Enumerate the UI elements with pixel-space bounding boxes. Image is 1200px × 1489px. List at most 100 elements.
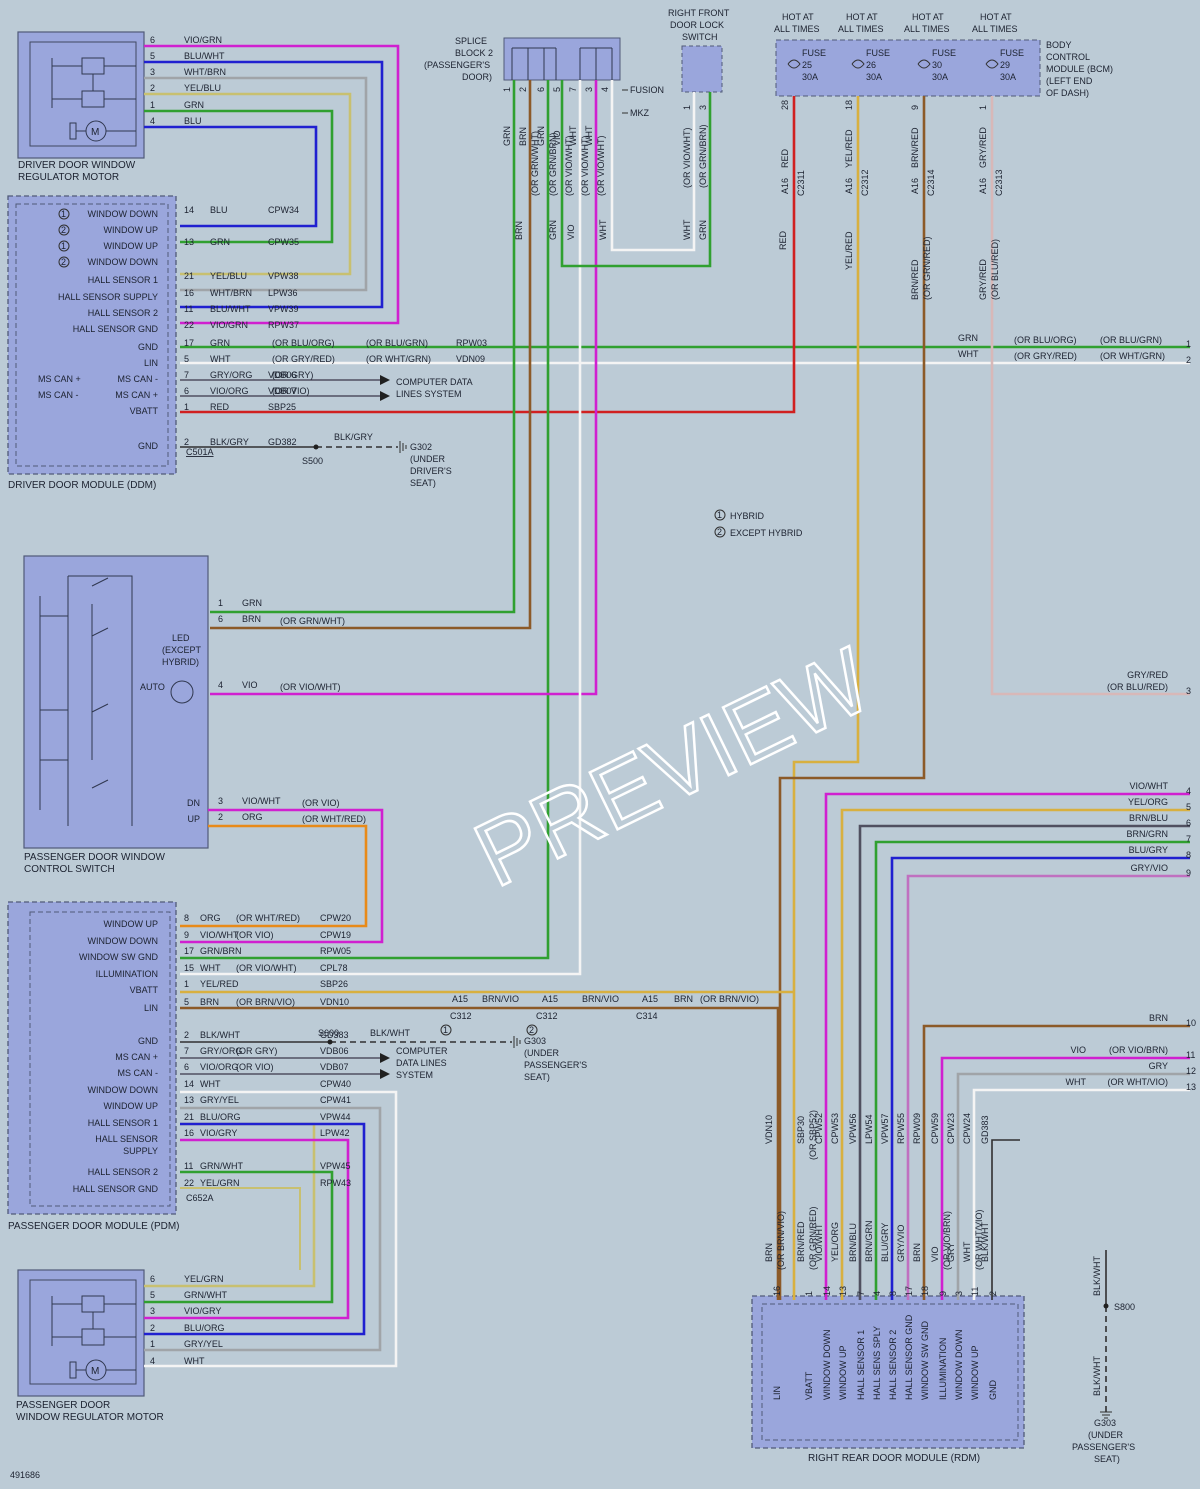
fuse-wire-color-lower: YEL/RED [844, 231, 854, 270]
ddm-title: DRIVER DOOR MODULE (DDM) [8, 480, 156, 491]
pdm-wire-alt: (OR GRY) [236, 1046, 277, 1056]
fuse-number: 30 [932, 60, 942, 70]
lin-inline-a15: A15 [452, 994, 468, 1004]
ddm-wire-alt: (OR BLU/ORG) [272, 338, 335, 348]
svg-text:BODY: BODY [1046, 40, 1072, 50]
edge-wire-alt: (OR BLU/ORG) [1014, 335, 1077, 345]
pdm-gnd-wire: BLK/WHT [370, 1028, 411, 1038]
pdm-pin-function: HALL SENSOR 1 [88, 1118, 158, 1128]
ddm-pin-number: 1 [184, 402, 189, 412]
rdm-pin-function: WINDOW SW GND [920, 1321, 930, 1400]
inline-connector-id: C2313 [994, 169, 1004, 196]
variant-number: 1 [443, 1025, 448, 1035]
edge-ref-number: 2 [1186, 355, 1191, 365]
ddwrm-title-2: REGULATOR MOTOR [18, 172, 119, 183]
ddm-circuit-id: CPW34 [268, 205, 299, 215]
ddm-pin-function: WINDOW DOWN [88, 257, 158, 267]
fuse-hot-label: ALL TIMES [904, 24, 950, 34]
pdm-pin-number: 7 [184, 1046, 189, 1056]
s800-label: S800 [1114, 1302, 1135, 1312]
edge-wire-color: VIO [1070, 1045, 1086, 1055]
splice-pin-number: 7 [568, 87, 578, 92]
edge-wire-color: GRY [1149, 1061, 1168, 1071]
pdm-wire-alt: (OR WHT/RED) [236, 913, 300, 923]
driver-door-module-box [7, 195, 177, 475]
pdm-pin-function: LIN [144, 1003, 158, 1013]
rdm-circuit-id: CPW52 [814, 1113, 824, 1144]
pdwcs-pin-function: UP [187, 814, 200, 824]
fuse-wire-alt: (OR BLU/RED) [990, 239, 1000, 300]
pdm-circuit-id: RPW05 [320, 946, 351, 956]
pdm-pin-number: 1 [184, 979, 189, 989]
rdm-circuit-id: RPW09 [912, 1113, 922, 1144]
fuse-number: 25 [802, 60, 812, 70]
fuse-icon [985, 59, 999, 69]
lin-inline-a15: A15 [642, 994, 658, 1004]
pdm-wire-color: GRY/YEL [200, 1095, 239, 1105]
pdm-wire-color: VIO/WHT [200, 930, 239, 940]
rdm-pin-number: 4 [872, 1291, 882, 1296]
pdm-pin-number: 17 [184, 946, 194, 956]
edge-ref-number: 9 [1186, 868, 1191, 878]
svg-text:M: M [91, 127, 99, 138]
inline-connector-id: C2314 [926, 169, 936, 196]
edge-ref-number: 10 [1186, 1018, 1196, 1028]
pdwrm-pin-number: 1 [150, 1339, 155, 1349]
pdm-circuit-id: VDB07 [320, 1062, 349, 1072]
splice-pin-number: 3 [584, 87, 594, 92]
pdwcs-pin-number: 4 [218, 680, 223, 690]
cdl-pdm-2: DATA LINES [396, 1058, 447, 1068]
right-rear-door-module-box [751, 1295, 1025, 1449]
ddm-wire-alt2: (OR BLU/GRN) [366, 338, 428, 348]
bcm-wire-color: GRY/RED [978, 127, 988, 168]
svg-text:1: 1 [717, 510, 722, 520]
rdm-pin-function: HALL SENSOR GND [904, 1314, 914, 1400]
mkz-tag: MKZ [630, 108, 650, 118]
s600-label: S600 [318, 1028, 339, 1038]
pdm-pin-number: 21 [184, 1112, 194, 1122]
ddm-pin-function: HALL SENSOR GND [73, 324, 159, 334]
pdm-circuit-id: LPW42 [320, 1128, 350, 1138]
edge-wire-color: GRN [958, 333, 978, 343]
ddm-pin-function: MS CAN - [118, 374, 159, 384]
splice-wire-alt: (OR GRN/BRN) [548, 133, 558, 197]
splice-wire-color: GRN [536, 126, 546, 146]
splice-pin-number: 6 [536, 87, 546, 92]
ddm-pin-number: 11 [184, 304, 193, 314]
variant-number: 2 [61, 257, 66, 267]
svg-text:M: M [91, 1366, 99, 1377]
rdm-pin-number: 2 [988, 1291, 998, 1296]
ddm-pin-function: MS CAN + [115, 390, 158, 400]
pdwcs-pin-number: 1 [218, 598, 223, 608]
ddm-wire-color: VIO/ORG [210, 386, 249, 396]
fuse-hot-label: ALL TIMES [972, 24, 1018, 34]
splice-wire-alt: (OR GRN/WHT) [530, 131, 540, 196]
ddm-pin-number: 14 [184, 205, 194, 215]
rdm-pin-number: 16 [772, 1286, 782, 1296]
ddm-circuit-id: RPW37 [268, 320, 299, 330]
fuse-wire-color-lower: RED [778, 230, 788, 250]
pdm-wire-color: BLK/WHT [200, 1030, 241, 1040]
ddm-wire-alt: (OR GRY/RED) [272, 354, 335, 364]
ddm-pin-function: HALL SENSOR 2 [88, 308, 158, 318]
right-front-door-lock-switch-box [681, 45, 723, 93]
edge-ref-number: 11 [1186, 1050, 1195, 1060]
pdwcs-wire-color: GRN [242, 598, 262, 608]
svg-text:(EXCEPT: (EXCEPT [162, 645, 202, 655]
pdm-wire-color: GRY/ORG [200, 1046, 242, 1056]
ddm-circuit-id: LPW36 [268, 288, 298, 298]
variant-number: 2 [529, 1025, 534, 1035]
splice-sub-wire: VIO [566, 224, 576, 240]
splice-wire-alt: (OR VIO/WHT) [596, 136, 606, 197]
lin-inline-a15: A15 [542, 994, 558, 1004]
ddm-pin-number: 6 [184, 386, 189, 396]
ground-symbols [399, 441, 1112, 1419]
ddm-pin-number: 5 [184, 354, 189, 364]
variant-marker [58, 224, 70, 236]
ddm-wire-color: BLK/GRY [210, 437, 249, 447]
variant-number: 1 [61, 241, 66, 251]
